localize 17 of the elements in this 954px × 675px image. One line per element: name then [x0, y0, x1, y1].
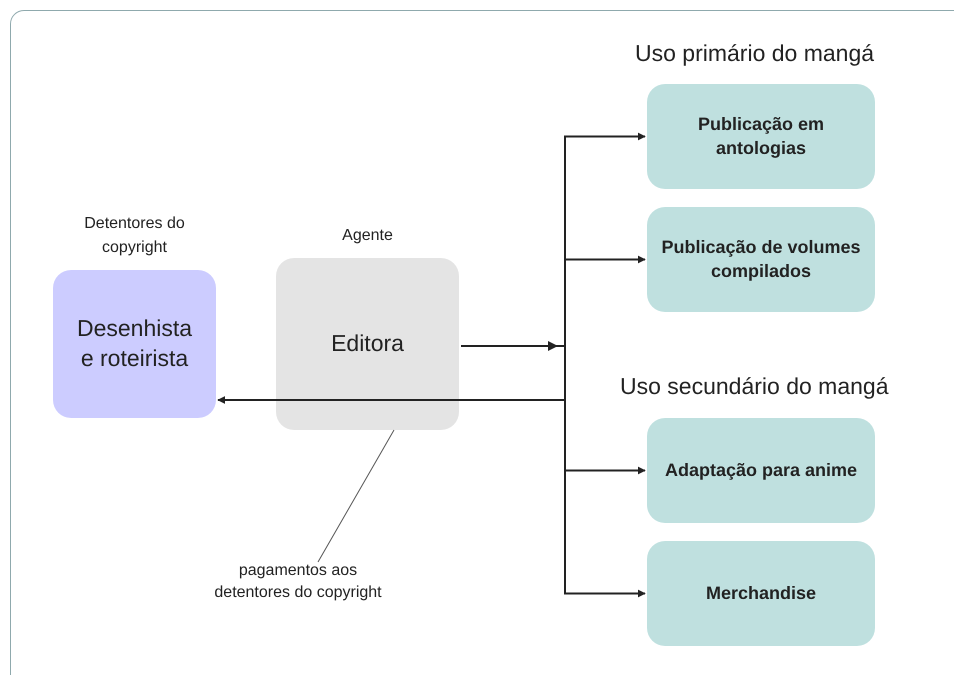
box-label: Merchandise [706, 582, 816, 605]
use-box [647, 84, 875, 189]
use-box [647, 541, 875, 646]
arrow [217, 396, 565, 404]
box-label: Publicação em antologias [696, 113, 826, 160]
group-heading: Uso secundário do mangá [620, 373, 888, 400]
group-heading: Uso primário do mangá [635, 40, 874, 67]
box-label: Editora [331, 329, 404, 358]
box-heading: Agente [341, 226, 394, 246]
leader-line [318, 430, 394, 562]
use-box [647, 207, 875, 312]
use-box [647, 418, 875, 523]
note-text: pagamentos aos detentores do copyright [208, 560, 388, 605]
box-label: Adaptação para anime [664, 458, 858, 482]
box-heading: Detentores do copyright [83, 214, 186, 258]
box-label: Publicação de volumes compilados [661, 236, 861, 283]
box-label: Desenhista e roteirista [76, 314, 194, 373]
